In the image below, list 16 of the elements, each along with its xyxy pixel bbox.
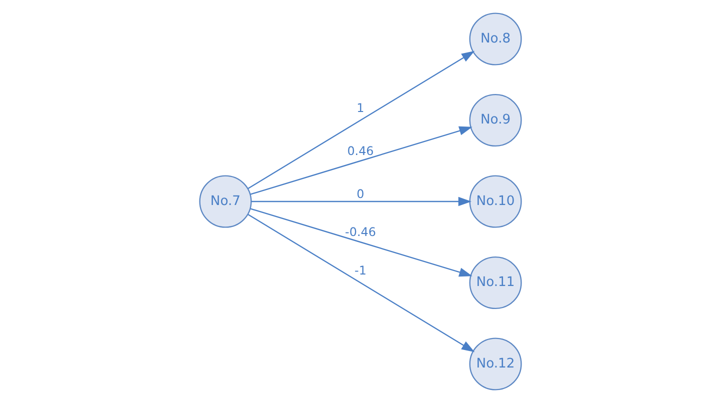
node-circle: No.10 (468, 175, 522, 228)
edge-label: 1 (356, 100, 364, 115)
node-circle: No.7 (198, 175, 252, 228)
edge-label: 0 (356, 186, 364, 201)
arrow (247, 50, 474, 189)
arrow (247, 214, 474, 352)
node-circle: No.8 (468, 12, 522, 66)
arrow (250, 126, 472, 195)
arrow (250, 196, 471, 206)
edge-label: -1 (354, 263, 366, 278)
node-circle: No.11 (468, 256, 522, 310)
node-circle: No.9 (468, 94, 522, 147)
arrow (250, 208, 472, 277)
node-circle: No.12 (468, 338, 522, 390)
edge-label: 0.46 (346, 144, 374, 158)
edge-label: -0.46 (344, 225, 376, 240)
